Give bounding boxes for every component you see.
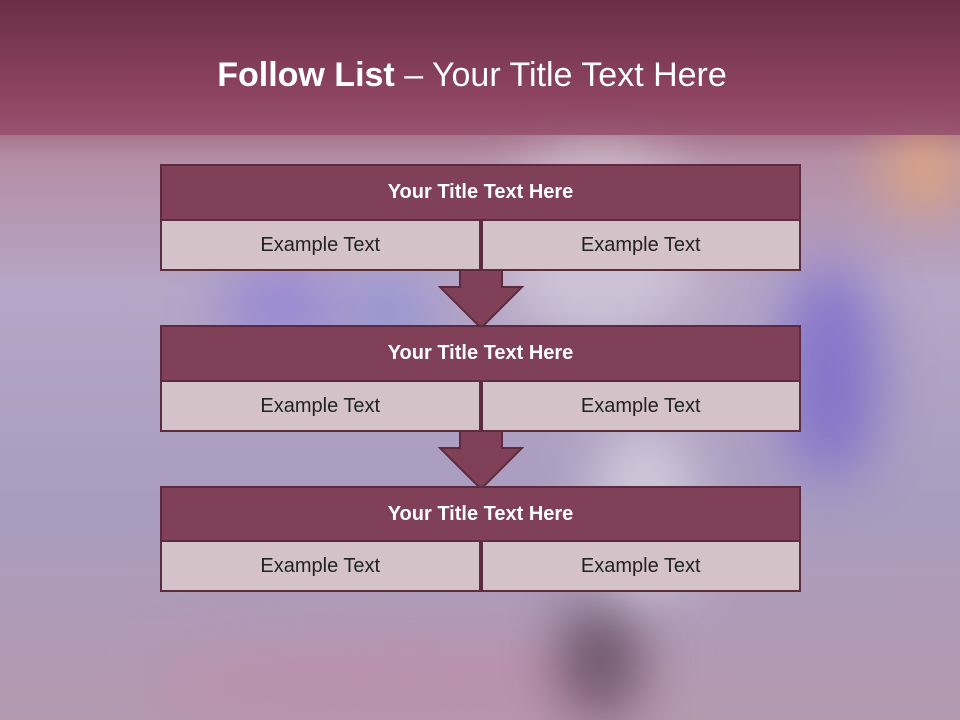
down-arrow-icon xyxy=(438,270,524,330)
step-cell-left: Example Text xyxy=(160,382,481,432)
down-arrow-icon xyxy=(438,431,524,491)
step-block-1: Your Title Text Here Example Text Exampl… xyxy=(160,164,801,271)
step-cell-right: Example Text xyxy=(480,221,801,271)
step-cell-right: Example Text xyxy=(480,382,801,432)
light-blob xyxy=(560,600,640,720)
step-row: Example Text Example Text xyxy=(160,382,801,432)
light-blob xyxy=(880,130,960,210)
header-band: Follow List – Your Title Text Here xyxy=(0,0,960,135)
step-cell-right: Example Text xyxy=(480,542,801,592)
step-row: Example Text Example Text xyxy=(160,542,801,592)
step-block-2: Your Title Text Here Example Text Exampl… xyxy=(160,325,801,432)
step-row: Example Text Example Text xyxy=(160,221,801,271)
step-title: Your Title Text Here xyxy=(160,486,801,542)
step-cell-left: Example Text xyxy=(160,221,481,271)
step-cell-left: Example Text xyxy=(160,542,481,592)
page-title-rest: – Your Title Text Here xyxy=(394,56,727,94)
page-title: Follow List – Your Title Text Here xyxy=(0,56,944,95)
step-block-3: Your Title Text Here Example Text Exampl… xyxy=(160,486,801,592)
page-title-bold: Follow List xyxy=(217,56,395,94)
step-title: Your Title Text Here xyxy=(160,325,801,382)
step-title: Your Title Text Here xyxy=(160,164,801,221)
